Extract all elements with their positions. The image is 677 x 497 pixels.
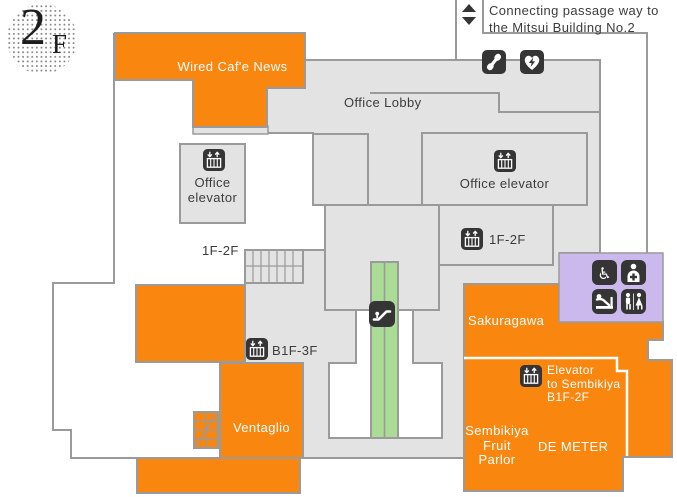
elevator-icon: [493, 149, 517, 177]
shop-unlabeled-block: [135, 284, 246, 363]
shop-ventaglio: [219, 362, 304, 459]
escalator-shaft: [370, 261, 399, 439]
stairs-1f2f: [244, 249, 304, 284]
connecting-passage-line2: the Mitsui Building No.2: [489, 20, 636, 35]
aed-icon: [520, 50, 544, 79]
shop-divider-lines: [464, 356, 629, 456]
restroom-icon: [621, 289, 646, 319]
label-stairs-1f2f: 1F-2F: [202, 243, 239, 258]
sembikiya-elevator-line1: Elevator: [547, 363, 595, 377]
wall-passage-bottom: [370, 92, 600, 113]
svg-text:♿: ♿: [597, 264, 611, 283]
sembikiya-line2: Fruit: [483, 437, 511, 453]
label-office-elevator-left: Office elevator: [179, 175, 246, 205]
label-elevator-1f2f: 1F-2F: [489, 232, 526, 247]
sembikiya-line3: Parlor: [478, 452, 516, 467]
elevator-icon: [519, 364, 543, 392]
public-phone-icon: [482, 50, 506, 79]
wheelchair-icon: ♿: [592, 260, 617, 290]
connecting-passage-note: Connecting passage way to the Mitsui Bui…: [489, 2, 659, 36]
floor-suffix: F: [52, 29, 68, 59]
label-office-elevator-right: Office elevator: [459, 176, 550, 191]
sembikiya-elevator-line2: to Sembikiya: [547, 376, 621, 391]
label-sembikiya-fruit-parlor: Sembikiya Fruit Parlor: [460, 423, 534, 468]
elevator-icon: [202, 148, 226, 176]
sembikiya-line1: Sembikiya: [465, 423, 529, 438]
office-elevator-left-line2: elevator: [187, 190, 238, 205]
nursing-room-icon: [621, 260, 646, 290]
label-sembikiya-elevator: Elevator to Sembikiya B1F-2F: [547, 363, 621, 405]
connecting-passage-line1: Connecting passage way to: [489, 3, 659, 18]
elevator-icon: [460, 227, 484, 255]
floor-badge: 2 F: [7, 0, 77, 74]
boundary-passage-corridor: [455, 0, 648, 253]
label-ventaglio: Ventaglio: [232, 420, 291, 435]
shop-bottom-left-block: [136, 457, 301, 494]
label-sakuragawa: Sakuragawa: [468, 313, 545, 328]
boundary-left-wing: [52, 33, 137, 459]
label-elevator-b1f3f: B1F-3F: [272, 343, 318, 358]
elevator-icon: [245, 337, 269, 365]
label-office-lobby: Office Lobby: [344, 95, 422, 110]
shop-wired-cafe-news: [114, 32, 306, 128]
sembikiya-elevator-line3: B1F-2F: [547, 390, 590, 404]
office-elevator-left-line1: Office: [194, 175, 231, 190]
stairs-small-grid: [193, 411, 219, 449]
floor-number: 2: [20, 0, 46, 56]
escalator-icon: [369, 301, 395, 332]
up-down-arrow-icon: [459, 2, 479, 33]
baby-changing-icon: [592, 289, 617, 319]
label-wired-cafe-news: Wired Caf'e News: [177, 59, 288, 74]
label-de-meter: DE METER: [538, 439, 609, 454]
